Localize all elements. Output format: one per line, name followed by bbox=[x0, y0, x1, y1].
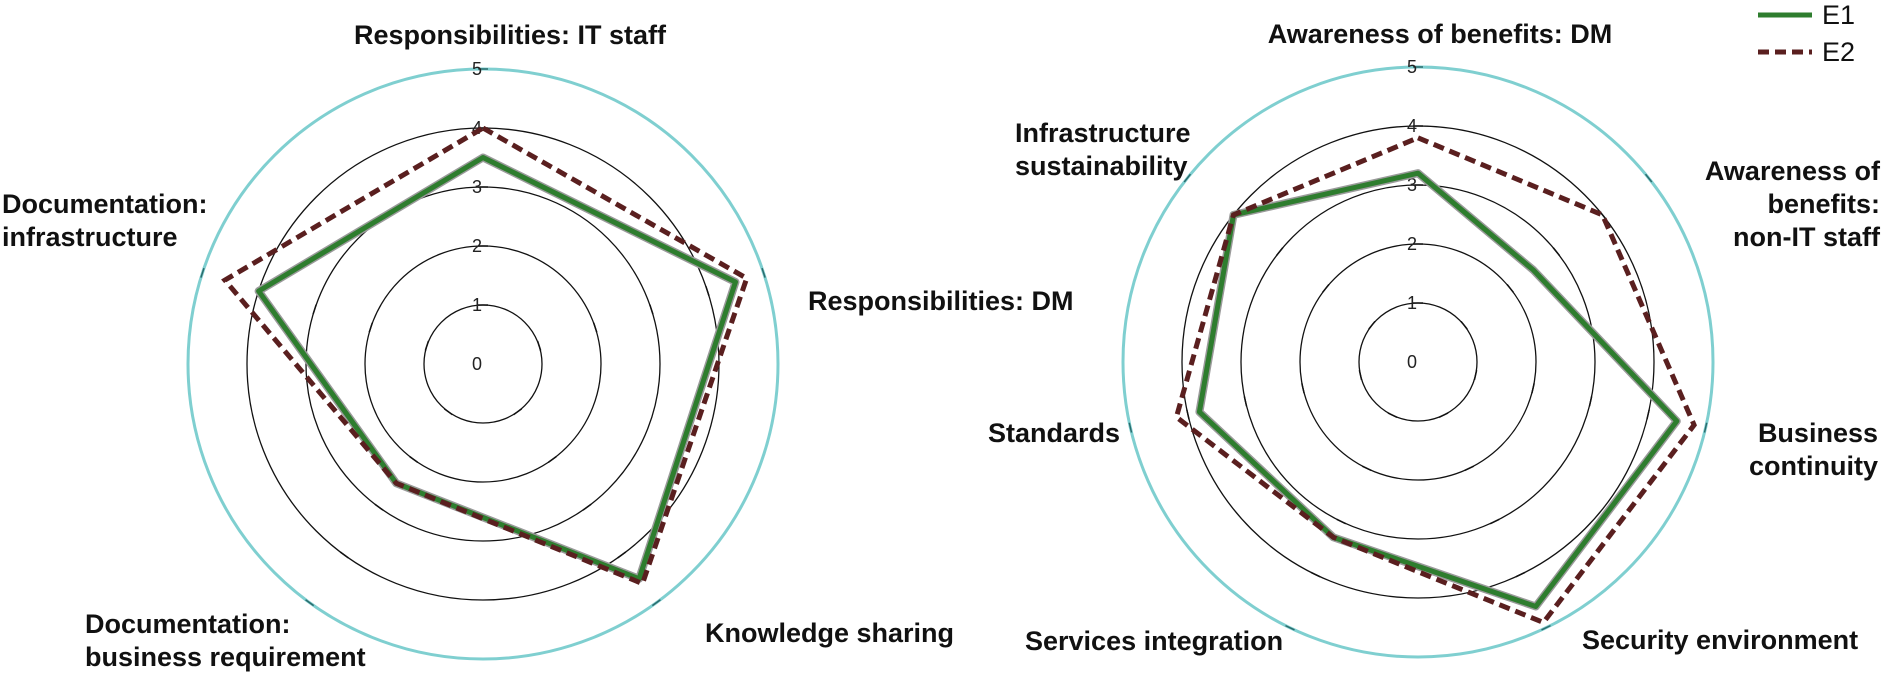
series-e1-shadow bbox=[1195, 169, 1681, 611]
axis-tick-mark bbox=[443, 408, 453, 416]
axis-tick-mark bbox=[200, 267, 205, 278]
tick-label: 5 bbox=[1407, 57, 1417, 77]
grid-ring bbox=[1299, 243, 1537, 481]
legend-label-e2: E2 bbox=[1822, 37, 1855, 67]
axis-tick-mark bbox=[312, 304, 317, 315]
tick-label: 2 bbox=[1407, 234, 1417, 254]
tick-label: 4 bbox=[1407, 116, 1417, 136]
axis-tick-mark bbox=[1361, 465, 1372, 472]
axis-tick-mark bbox=[1322, 284, 1330, 293]
axis-tick-mark bbox=[1285, 624, 1295, 631]
axis-tick-mark bbox=[424, 340, 430, 351]
grid-ring bbox=[1240, 184, 1596, 540]
axis-label: Standards bbox=[988, 418, 1120, 448]
axis-label: Services integration bbox=[1025, 626, 1283, 656]
axis-label: Documentation:infrastructure bbox=[2, 189, 208, 252]
tick-label: 0 bbox=[1407, 352, 1417, 372]
legend-label-e1: E1 bbox=[1822, 0, 1855, 30]
axis-tick-mark bbox=[1243, 396, 1248, 407]
radar-chart-awareness: 0 1 2 3 4 5 Awareness of benefits: DM Awareness… bbox=[988, 19, 1881, 659]
series-e2-line bbox=[221, 125, 750, 587]
axis-tick-mark bbox=[305, 599, 315, 607]
axis-tick-mark bbox=[1186, 409, 1190, 420]
legend: E1 E2 bbox=[1758, 0, 1855, 67]
axis-tick-mark bbox=[649, 304, 654, 315]
axis-tick-mark bbox=[1646, 409, 1650, 420]
axis-tick-mark bbox=[617, 551, 627, 559]
axis-tick-mark bbox=[761, 267, 766, 278]
tick-label: 4 bbox=[472, 118, 482, 138]
axis-tick-mark bbox=[1473, 370, 1478, 381]
tick-label: 5 bbox=[472, 59, 482, 79]
axis-tick-mark bbox=[592, 322, 598, 333]
axis-tick-mark bbox=[1460, 320, 1468, 330]
tick-label: 3 bbox=[1407, 175, 1417, 195]
axis-tick-mark bbox=[1387, 412, 1398, 419]
axis-tick-mark bbox=[1183, 173, 1192, 183]
axis-tick-mark bbox=[339, 551, 349, 559]
axis-tick-mark bbox=[1438, 412, 1449, 419]
tick-label: 0 bbox=[472, 354, 482, 374]
axis-label: Security environment bbox=[1582, 625, 1858, 655]
axis-tick-mark bbox=[1368, 320, 1376, 330]
axis-tick-mark bbox=[1358, 370, 1363, 381]
axis-tick-mark bbox=[374, 503, 384, 511]
axis-tick-mark bbox=[368, 322, 374, 333]
axis-tick-mark bbox=[1464, 465, 1475, 472]
grid-ring bbox=[305, 186, 661, 542]
axis-tick-mark bbox=[651, 599, 661, 607]
series-e1-line bbox=[256, 155, 738, 582]
axis-tick-mark bbox=[1128, 422, 1133, 433]
axis-label: Knowledge sharing bbox=[705, 618, 954, 648]
axis-label: Documentation:business requirement bbox=[85, 609, 366, 672]
axis-tick-mark bbox=[1541, 624, 1551, 631]
axis-tick-mark bbox=[1275, 247, 1284, 257]
axis-tick-mark bbox=[1489, 518, 1500, 525]
axis-tick-mark bbox=[547, 455, 557, 464]
axis-tick-mark bbox=[1531, 383, 1535, 394]
axis-tick-mark bbox=[536, 340, 542, 351]
axis-tick-mark bbox=[705, 286, 710, 297]
grid-ring bbox=[423, 304, 543, 424]
axis-label: Responsibilities: IT staff bbox=[354, 20, 667, 50]
axis-tick-mark bbox=[1310, 571, 1321, 578]
axis-tick-mark bbox=[1515, 571, 1526, 578]
axis-tick-mark bbox=[513, 408, 523, 416]
tick-label: 1 bbox=[472, 295, 482, 315]
axis-tick-mark bbox=[1588, 396, 1593, 407]
series-e2-line bbox=[1173, 135, 1697, 626]
grid-ring bbox=[246, 127, 720, 601]
axis-tick-mark bbox=[409, 455, 419, 464]
series-e1-line bbox=[1196, 170, 1680, 609]
grid-ring bbox=[1181, 125, 1655, 599]
tick-label: 1 bbox=[1407, 293, 1417, 313]
axis-tick-mark bbox=[582, 503, 592, 511]
axis-tick-mark bbox=[1552, 247, 1561, 257]
axis-tick-mark bbox=[1506, 284, 1514, 293]
grid-ring bbox=[1358, 302, 1478, 422]
axis-tick-mark bbox=[1301, 383, 1305, 394]
radar-chart-responsibilities: 0 1 2 3 4 5 Responsibilities: IT staffResponsi… bbox=[2, 20, 1074, 672]
grid-ring bbox=[364, 245, 602, 483]
axis-label: Responsibilities: DM bbox=[808, 286, 1074, 316]
tick-label: 3 bbox=[472, 177, 482, 197]
axis-label: Awareness of benefits: DM bbox=[1268, 19, 1613, 49]
tick-label: 2 bbox=[472, 236, 482, 256]
axis-tick-mark bbox=[1336, 518, 1347, 525]
axis-tick-mark bbox=[1644, 173, 1653, 183]
axis-tick-mark bbox=[1703, 422, 1708, 433]
